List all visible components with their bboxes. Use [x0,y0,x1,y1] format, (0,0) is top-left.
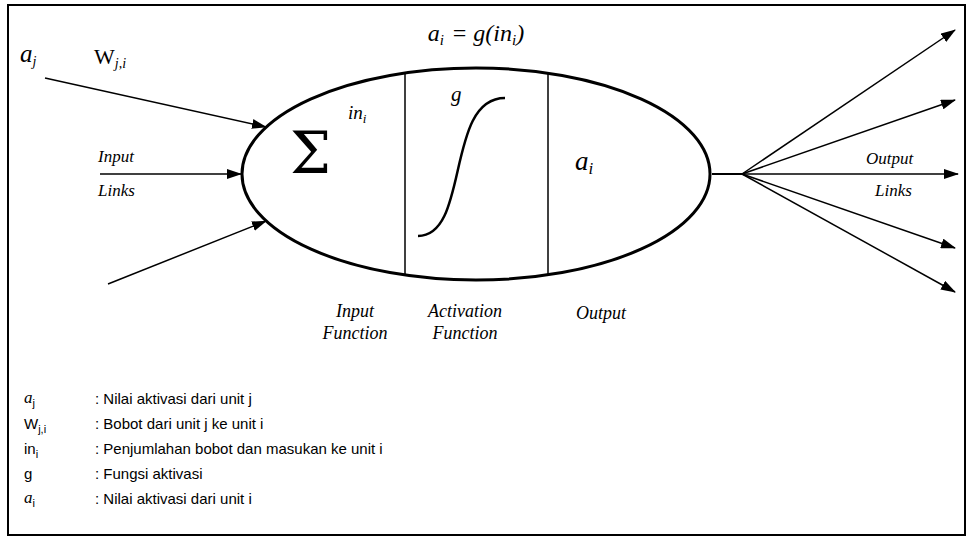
subscript: j,i [38,423,46,435]
output-arrow [742,174,955,292]
text-group: Input [98,147,134,167]
input-sum-symbol: in [348,102,363,123]
activation-symbol: g [451,82,462,106]
text-group: Output [866,149,913,169]
link-label: Links [875,181,912,200]
glossary-symbol: a [24,388,33,407]
output-arrow [742,173,958,175]
input-arrow [108,221,266,284]
ellipse-outline [242,68,710,280]
text-group: ai [24,488,35,509]
glossary-symbol: in [24,440,36,457]
glossary-text: : Fungsi aktivasi [95,465,203,482]
link-label: Links [98,181,135,200]
symbol-label: W [94,44,115,69]
output-arrow [742,100,955,174]
symbol-label: a [20,40,33,67]
output-symbol: a [575,146,589,176]
text-group: Wj,i [94,44,126,72]
text-group: : Bobot dari unit j ke unit i [95,415,263,433]
subscript: j [33,54,37,69]
text-group: Input Function [305,300,405,344]
text-group: : Nilai aktivasi dari unit j [95,390,252,408]
subscript: i [33,497,35,509]
part-label: Input Function [323,301,388,343]
text-group: aj [20,40,36,70]
formula-subscript: i [440,32,444,48]
text-group: ai [575,146,593,179]
output-arrow [742,30,955,174]
formula-text: a [428,20,440,46]
subscript: i [589,159,594,178]
subscript: j [33,397,35,409]
input-arrow [100,173,241,175]
glossary-symbol: g [24,465,32,482]
text-group: Links [98,181,135,201]
output-unit: aiOutput [548,66,712,282]
glossary-text: : Bobot dari unit j ke unit i [95,415,263,432]
text-group: g [451,82,462,107]
formula-text: ) [516,20,524,46]
input-function: ΣiniInput Function [240,66,405,282]
subscript: j,i [115,56,126,71]
glossary-text: : Penjumlahan bobot dan masukan ke unit … [95,440,383,457]
text-group: : Fungsi aktivasi [95,465,203,483]
text-group: : Penjumlahan bobot dan masukan ke unit … [95,440,383,458]
formula-subscript: i [512,32,516,48]
output-arrow [742,174,955,248]
output-line [712,173,742,175]
glossary-text: : Nilai aktivasi dari unit i [95,490,252,507]
text-group: Wj,i [24,415,46,435]
glossary-text: : Nilai aktivasi dari unit j [95,390,252,407]
sigmoid-curve [418,98,505,236]
neuron-unit: ai= g(ini)ΣiniInput FunctiongActivation … [240,66,712,282]
link-label: Output [866,149,913,168]
glossary-symbol: W [24,415,38,432]
text-group: g [24,465,32,483]
text-group: aj [24,388,35,409]
link-label: Input [98,147,134,166]
summation-symbol: Σ [290,119,331,187]
input-arrow [45,78,266,127]
subscript: i [363,111,367,126]
text-group: ini [348,102,366,127]
outer-frame [8,5,965,535]
output-links [712,30,958,292]
compartment-divider [404,73,406,275]
text-group: Σ [290,124,331,182]
text-group: Output [576,302,626,324]
subscript: i [36,448,38,460]
text-group: ai= g(ini) [240,20,712,49]
text-group: : Nilai aktivasi dari unit i [95,490,252,508]
part-label: Output [576,303,626,323]
text-group: Activation Function [415,300,515,344]
text-group: Links [875,181,912,201]
part-label: Activation Function [428,301,502,343]
formula-text: = g(in [451,20,512,46]
compartment-divider [547,73,549,275]
activation-function: gActivation Function [405,66,548,282]
glossary-symbol: a [24,488,33,507]
input-links [45,78,266,284]
text-group: ini [24,440,38,460]
